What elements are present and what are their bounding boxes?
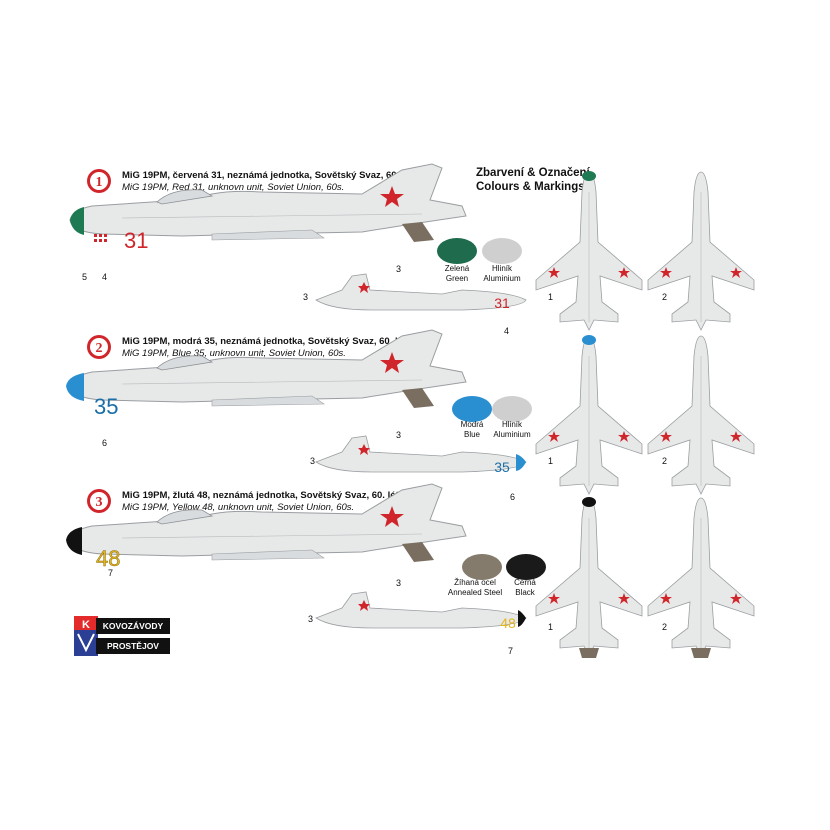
scheme-3-badge: 3 <box>87 489 111 513</box>
scheme-2-title-cz: MiG 19PM, modrá 35, neznámá jednotka, So… <box>122 336 414 347</box>
plan-2-bottom <box>535 335 643 495</box>
scheme-3-caption: MiG 19PM, žlutá 48, neznámá jednotka, So… <box>122 490 407 514</box>
plan-2-callout-2: 2 <box>662 456 668 466</box>
scheme-1-callout-4: 4 <box>102 272 108 282</box>
scheme-1-small-number: 31 <box>494 295 510 311</box>
swatch-blue <box>452 396 492 422</box>
logo-letter: K <box>82 619 90 631</box>
plan-3-callout-1: 1 <box>548 622 554 632</box>
scheme-1-small-profile: 31 <box>315 273 527 311</box>
scheme-3-badge-number: 3 <box>96 495 103 510</box>
scheme-2-number: 35 <box>94 394 118 419</box>
scheme-2-badge: 2 <box>87 335 111 359</box>
plan-3-top <box>647 497 755 657</box>
plan-2-callout-1: 1 <box>548 456 554 466</box>
scheme-2-callout-3: 3 <box>396 430 402 440</box>
scheme-2-small-callout-6: 6 <box>510 492 516 502</box>
colours-title-en: Colours & Markings <box>476 181 585 193</box>
scheme-2-star <box>380 352 404 373</box>
scheme-3-title-cz: MiG 19PM, žlutá 48, neznámá jednotka, So… <box>122 490 407 501</box>
swatch-black <box>506 554 546 580</box>
scheme-3-number: 48 <box>96 546 120 571</box>
scheme-1-badge-number: 1 <box>96 175 103 190</box>
logo-line1: KOVOZÁVODY <box>96 618 170 634</box>
scheme-2-small-profile: 35 <box>315 435 527 475</box>
scheme-1-side-profile: 31 <box>69 163 467 253</box>
scheme-2-caption: MiG 19PM, modrá 35, neznámá jednotka, So… <box>122 336 414 360</box>
scheme-1-small-callout-4: 4 <box>504 326 510 336</box>
kovozavody-logo: K KOVOZÁVODY PROSTĚJOV <box>74 616 170 658</box>
plan-1-callout-1: 1 <box>548 292 554 302</box>
scheme-1-title-cz: MiG 19PM, červená 31, neznámá jednotka, … <box>122 170 421 181</box>
scheme-2-small-callout-3: 3 <box>310 456 316 466</box>
scheme-2-small-number: 35 <box>494 459 510 475</box>
swatch-annealed-steel <box>462 554 502 580</box>
scheme-1-callout-5: 5 <box>82 272 88 282</box>
scheme-2-nose-paint <box>66 373 84 401</box>
scheme-3-nose-paint <box>66 527 82 555</box>
scheme-1-badge: 1 <box>87 169 111 193</box>
swatch-aluminium-1 <box>482 238 522 264</box>
plan-1-top <box>647 171 755 331</box>
scheme-3-small-callout-7: 7 <box>508 646 514 656</box>
scheme-1-title-en: MiG 19PM, Red 31, unknovn unit, Soviet U… <box>122 182 345 193</box>
swatch-green <box>437 238 477 264</box>
scheme-3-small-callout-3: 3 <box>308 614 314 624</box>
scheme-3-callout-7: 7 <box>108 568 114 578</box>
plan-views <box>535 171 755 658</box>
scheme-1-nose-paint <box>70 207 84 235</box>
scheme-1-caption: MiG 19PM, červená 31, neznámá jednotka, … <box>122 170 421 194</box>
plan-3-bottom <box>535 497 643 657</box>
scheme-1-number: 31 <box>124 228 148 253</box>
plan-1-callout-2: 2 <box>662 292 668 302</box>
scheme-3-callout-3: 3 <box>396 578 402 588</box>
plan-3-callout-2: 2 <box>662 622 668 632</box>
swatch-aluminium-2 <box>492 396 532 422</box>
scheme-3-star <box>380 506 404 527</box>
scheme-3-small-profile: 48 <box>315 591 527 631</box>
scheme-3-title-en: MiG 19PM, Yellow 48, unknovn unit, Sovie… <box>122 502 355 513</box>
scheme-2-title-en: MiG 19PM, Blue 35, unknovn unit, Soviet … <box>122 348 346 359</box>
scheme-1-star <box>380 186 404 207</box>
scheme-1-small-callout-3: 3 <box>303 292 309 302</box>
scheme-1-callout-3: 3 <box>396 264 402 274</box>
logo-line2: PROSTĚJOV <box>96 638 170 654</box>
scheme-3-side-profile: 48 <box>66 483 467 571</box>
plan-2-top <box>647 335 755 495</box>
scheme-2-callout-6: 6 <box>102 438 108 448</box>
plan-1-bottom <box>535 171 643 331</box>
colours-title-cz: Zbarvení & Označení <box>476 167 590 179</box>
scheme-2-badge-number: 2 <box>96 341 103 356</box>
scheme-3-small-number: 48 <box>500 615 516 631</box>
scheme-2-side-profile: 35 <box>66 329 467 419</box>
colours-markings-title: Zbarvení & Označení Colours & Markings <box>476 166 590 194</box>
